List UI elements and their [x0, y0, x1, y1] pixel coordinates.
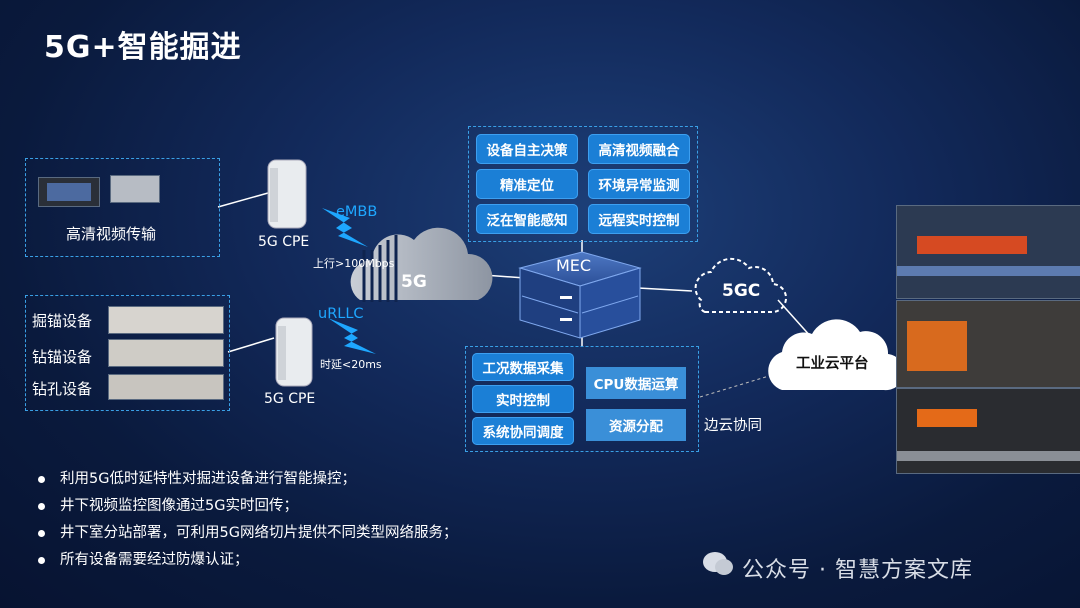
function-autonomous-decision: 设备自主决策 [476, 134, 578, 164]
cpe-device-icon-top [267, 159, 307, 229]
link-edge-cloud [699, 374, 773, 398]
function-precise-positioning: 精准定位 [476, 169, 578, 199]
cpe-top-label: 5G CPE [258, 234, 310, 250]
top-function-box: 设备自主决策 高清视频融合 精准定位 环境异常监测 泛在智能感知 远程实时控制 [468, 126, 698, 242]
wechat-icon [702, 550, 734, 578]
equipment-image-3 [108, 374, 224, 400]
function-cpu-computing: CPU数据运算 [586, 367, 686, 399]
page-title: 5G+智能掘进 [44, 30, 242, 65]
function-realtime-control: 实时控制 [472, 385, 574, 413]
cloud-5g-label: 5G [401, 272, 427, 292]
mec-label: MEC [556, 256, 592, 275]
function-environment-monitoring: 环境异常监测 [588, 169, 690, 199]
equipment-label-1: 掘锚设备 [32, 312, 93, 330]
cloud-industry-label: 工业云平台 [796, 356, 869, 372]
equipment-label-2: 钻锚设备 [32, 348, 93, 366]
cpe-bottom-label: 5G CPE [264, 391, 316, 407]
bullet-item-4: 所有设备需要经过防爆认证； [38, 547, 457, 574]
equipment-group-box: 掘锚设备 钻锚设备 钻孔设备 [25, 295, 230, 411]
equipment-image-2 [108, 339, 224, 367]
screen-monitor-1 [896, 205, 1080, 299]
cloud-5g-icon [350, 227, 493, 302]
link-mec-5gc [637, 287, 693, 292]
screen-monitor-2 [896, 300, 1080, 388]
function-condition-collection: 工况数据采集 [472, 353, 574, 381]
lightning-icon-top [322, 208, 368, 247]
screen-monitor-3 [896, 388, 1080, 474]
bottom-function-box: 工况数据采集 实时控制 系统协同调度 CPU数据运算 资源分配 [465, 346, 699, 452]
cloud-5gc-label: 5GC [722, 281, 761, 301]
link-equip-cpe [227, 337, 275, 353]
equipment-image-1 [108, 306, 224, 334]
bullet-item-1: 利用5G低时延特性对掘进设备进行智能操控； [38, 466, 457, 493]
urllc-latency: 时延<20ms [320, 358, 382, 371]
video-group-label: 高清视频传输 [66, 225, 157, 243]
mec-server-icon [518, 251, 642, 339]
bullet-item-3: 井下室分站部署，可利用5G网络切片提供不同类型网络服务； [38, 520, 457, 547]
function-resource-allocation: 资源分配 [586, 409, 686, 441]
watermark-text: 公众号 · 智慧方案文库 [742, 558, 973, 583]
link-video-cpe [217, 192, 269, 208]
cloud-5gc-icon [694, 257, 788, 314]
function-coordinated-dispatch: 系统协同调度 [472, 417, 574, 445]
video-group-box: 高清视频传输 [25, 158, 220, 257]
video-camera-image [110, 175, 160, 203]
equipment-label-3: 钻孔设备 [32, 380, 93, 398]
cpe-device-icon-bottom [275, 317, 313, 387]
function-remote-control: 远程实时控制 [588, 204, 690, 234]
bullet-list: 利用5G低时延特性对掘进设备进行智能操控； 井下视频监控图像通过5G实时回传； … [38, 466, 457, 574]
cloud-industry-icon [768, 319, 905, 391]
lightning-icon-bottom [328, 318, 376, 354]
video-monitor-image [38, 177, 100, 207]
edge-cloud-label: 边云协同 [704, 418, 762, 434]
embb-label: eMBB [336, 204, 378, 220]
function-ubiquitous-sensing: 泛在智能感知 [476, 204, 578, 234]
urllc-label: uRLLC [318, 306, 364, 322]
function-hd-video-fusion: 高清视频融合 [588, 134, 690, 164]
bullet-item-2: 井下视频监控图像通过5G实时回传； [38, 493, 457, 520]
embb-rate: 上行>100Mbps [313, 257, 395, 270]
